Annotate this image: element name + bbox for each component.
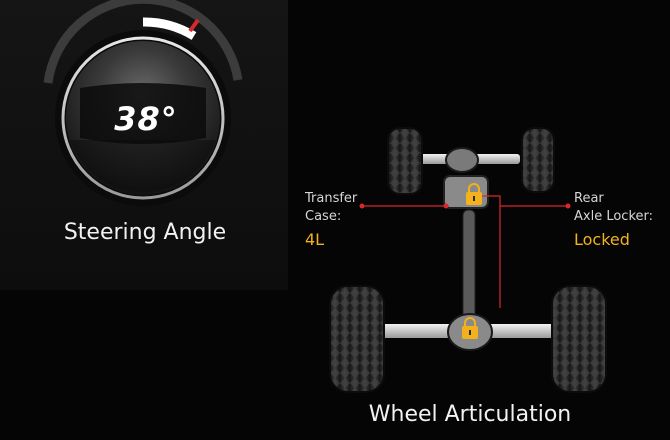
padlock-icon [466, 183, 482, 205]
front-differential [445, 147, 479, 173]
transfer-case-callout-end [443, 203, 449, 209]
steering-gauge [43, 0, 243, 206]
gauge-shade [70, 140, 216, 193]
rear-locker-value: Locked [574, 230, 630, 249]
steering-angle-label: Steering Angle [63, 220, 227, 245]
steering-angle-panel: 38° Steering Angle [0, 0, 288, 290]
angle-marker [188, 18, 200, 33]
gauge-track [43, 0, 243, 84]
rear-locker-callout-dot [565, 203, 571, 209]
padlock-icon [462, 317, 478, 339]
driveshaft [462, 209, 476, 321]
transfer-case-value: 4L [305, 230, 325, 249]
steering-angle-value: 38° [114, 100, 178, 138]
rear-right-tire [551, 285, 607, 393]
wheel-articulation-label: Wheel Articulation [368, 402, 572, 427]
front-left-tire [387, 127, 423, 195]
rear-locker-label-line1: Rear [574, 191, 604, 206]
rear-left-tire [329, 285, 385, 393]
gauge-active-arc [142, 17, 197, 40]
rear-locker-label-line2: Axle Locker: [574, 209, 654, 224]
chassis-diagram [329, 127, 607, 393]
rear-locker-callout [478, 195, 568, 207]
gauge-bezel [61, 36, 225, 200]
transfer-case-label-line1: Transfer [305, 191, 358, 206]
gauge-display-window [80, 83, 206, 144]
transfer-case-label-line2: Case: [305, 209, 342, 224]
transfer-case-callout-dot [359, 203, 365, 209]
front-right-tire [521, 127, 555, 193]
